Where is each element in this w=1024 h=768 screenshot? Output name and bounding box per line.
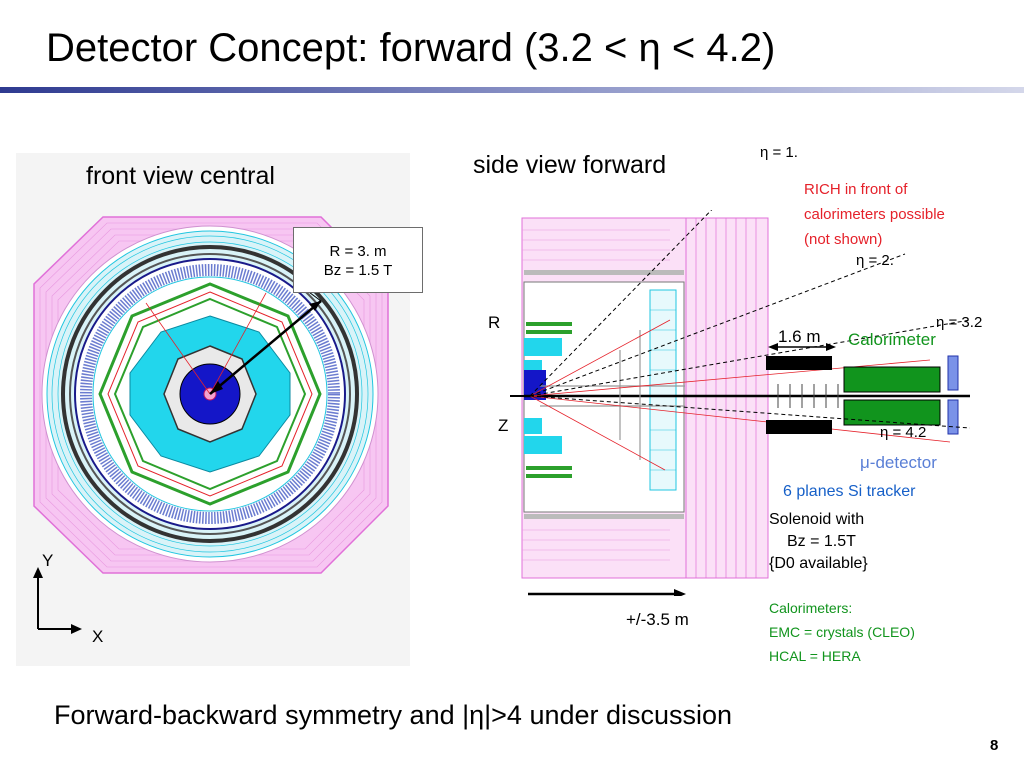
field-value: Bz = 1.5 T: [323, 262, 393, 279]
title-divider: [0, 87, 1024, 93]
solenoid-note: Solenoid with Bz = 1.5T {D0 available}: [769, 509, 868, 575]
calorimeter-label: Calorimeter: [848, 330, 936, 349]
eta-32-line: [529, 319, 971, 397]
eta-2-label: η = 2.: [856, 252, 894, 269]
vertex-tracker-core: [524, 370, 546, 400]
eta-2-line: [529, 253, 906, 397]
r-axis-label: R: [488, 313, 501, 332]
scale-label: +/-3.5 m: [626, 610, 689, 629]
page-number: 8: [990, 737, 999, 754]
eta-42-line: [529, 395, 971, 429]
emc-upper: [766, 356, 832, 370]
z-axis-label: Z: [498, 416, 509, 435]
calorimeter-lower: [843, 399, 941, 426]
calorimeters-emc: EMC = crystals (CLEO): [769, 624, 915, 640]
x-axis-label: X: [92, 627, 104, 646]
calorimeters-note: Calorimeters: EMC = crystals (CLEO) HCAL…: [769, 596, 915, 668]
front-view-detector-drawing: [33, 216, 389, 634]
rich-note: RICH in front of calorimeters possible (…: [804, 177, 945, 252]
rich-note-line1: RICH in front of: [804, 181, 908, 198]
solenoid-line2: Bz = 1.5T: [787, 533, 856, 550]
solenoid-line1: Solenoid with: [769, 511, 865, 528]
mu-detector-lower: [947, 399, 959, 435]
rich-note-line3: (not shown): [804, 231, 883, 248]
slide-title: Detector Concept: forward (3.2 < η < 4.2…: [46, 26, 776, 70]
bottom-note: Forward-backward symmetry and |η|>4 unde…: [54, 700, 733, 730]
front-view-diagram: [16, 153, 410, 666]
rich-note-line2: calorimeters possible: [804, 206, 945, 223]
radius-value: R = 3. m: [329, 243, 387, 260]
calorimeters-hcal: HCAL = HERA: [769, 648, 861, 664]
side-view-detector-drawing: [510, 210, 971, 596]
forward-yoke: [685, 217, 769, 579]
emc-lower: [766, 420, 832, 434]
radius-arrow: [209, 300, 322, 395]
y-axis-label: Y: [42, 551, 54, 570]
length-label: 1.6 m: [778, 327, 821, 346]
calorimeters-heading: Calorimeters:: [769, 600, 853, 616]
magnet-info-box: R = 3. m Bz = 1.5 T: [293, 227, 423, 293]
solenoid-line3: {D0 available}: [769, 555, 868, 572]
eta-42-label: η = 4.2: [880, 424, 927, 441]
rich-hatched-column: [649, 289, 677, 491]
mu-detector-label: μ-detector: [860, 453, 937, 472]
calorimeter-upper: [843, 366, 941, 393]
eta-32-label: η = 3.2: [936, 314, 983, 331]
front-view-heading: front view central: [86, 162, 275, 190]
mu-detector-upper: [947, 355, 959, 391]
side-view-heading: side view forward: [473, 151, 667, 179]
eta-1-label: η = 1.: [760, 144, 798, 161]
si-tracker-label: 6 planes Si tracker: [783, 483, 916, 500]
eta-1-line: [529, 210, 713, 397]
